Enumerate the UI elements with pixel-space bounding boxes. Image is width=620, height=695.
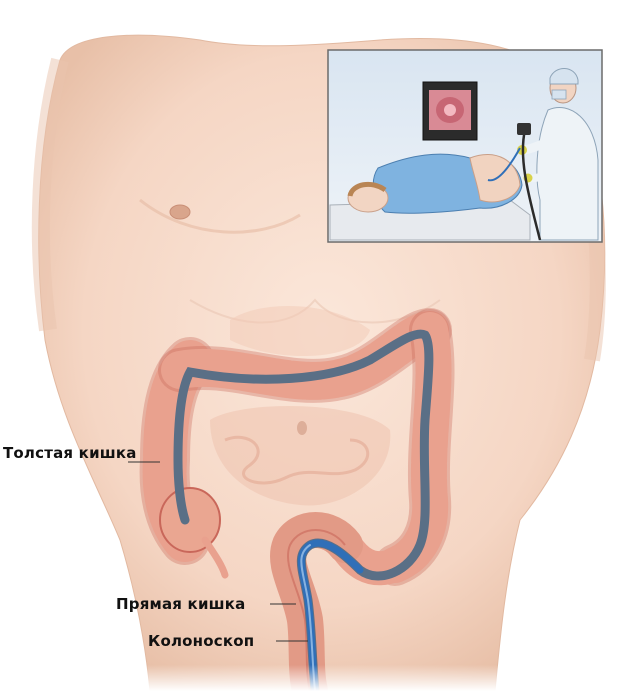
doctor	[517, 68, 599, 241]
nipple	[169, 204, 191, 220]
label-colon: Толстая кишка	[3, 444, 137, 462]
label-colonoscope: Колоноскоп	[148, 632, 255, 650]
label-rectum: Прямая кишка	[116, 595, 246, 613]
procedure-inset	[327, 49, 603, 243]
leader-lines	[128, 461, 308, 642]
